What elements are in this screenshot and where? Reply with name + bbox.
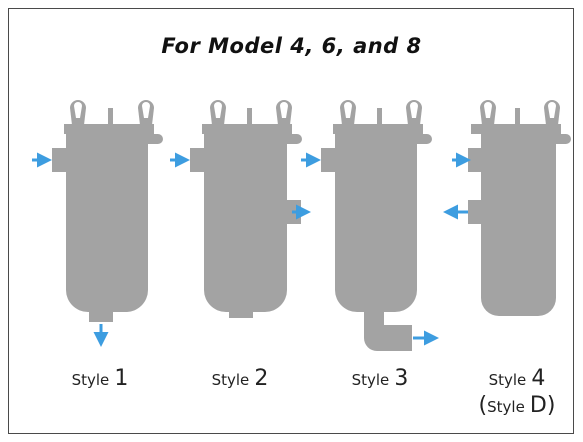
lifting-eye-icon	[210, 100, 226, 125]
style-label-prefix: Style	[351, 371, 390, 389]
alt-open-paren: (	[478, 393, 488, 418]
lifting-eye-icon	[480, 100, 496, 125]
housing-style-4	[468, 100, 571, 316]
style-label-prefix: Style	[488, 371, 527, 389]
style-label-number: 3	[394, 366, 409, 391]
lifting-eye-icon	[544, 100, 560, 125]
style-label-number: 1	[114, 366, 129, 391]
style-label-number: 2	[254, 366, 269, 391]
style-1-label: Style 1	[40, 366, 160, 393]
style-label-letter: D	[529, 393, 547, 418]
style-label-prefix: Style	[71, 371, 110, 389]
style-label-prefix: Style	[487, 398, 525, 416]
lifting-eye-icon	[276, 100, 292, 125]
style-4-label: Style 4	[462, 366, 572, 393]
lifting-eye-icon	[406, 100, 422, 125]
housing-style-2	[190, 100, 302, 318]
alt-close-paren: )	[546, 393, 556, 418]
housing-style-1	[52, 100, 163, 322]
style-label-prefix: Style	[211, 371, 250, 389]
lifting-eye-icon	[138, 100, 154, 125]
housing-style-3	[321, 100, 432, 351]
style-3-label: Style 3	[320, 366, 440, 393]
lifting-eye-icon	[340, 100, 356, 125]
diagram-title: For Model 4, 6, and 8	[161, 34, 422, 58]
style-2-label: Style 2	[180, 366, 300, 393]
style-label-number: 4	[531, 366, 546, 391]
lifting-eye-icon	[70, 100, 86, 125]
style-4-alt-label: (Style D)	[462, 393, 572, 420]
